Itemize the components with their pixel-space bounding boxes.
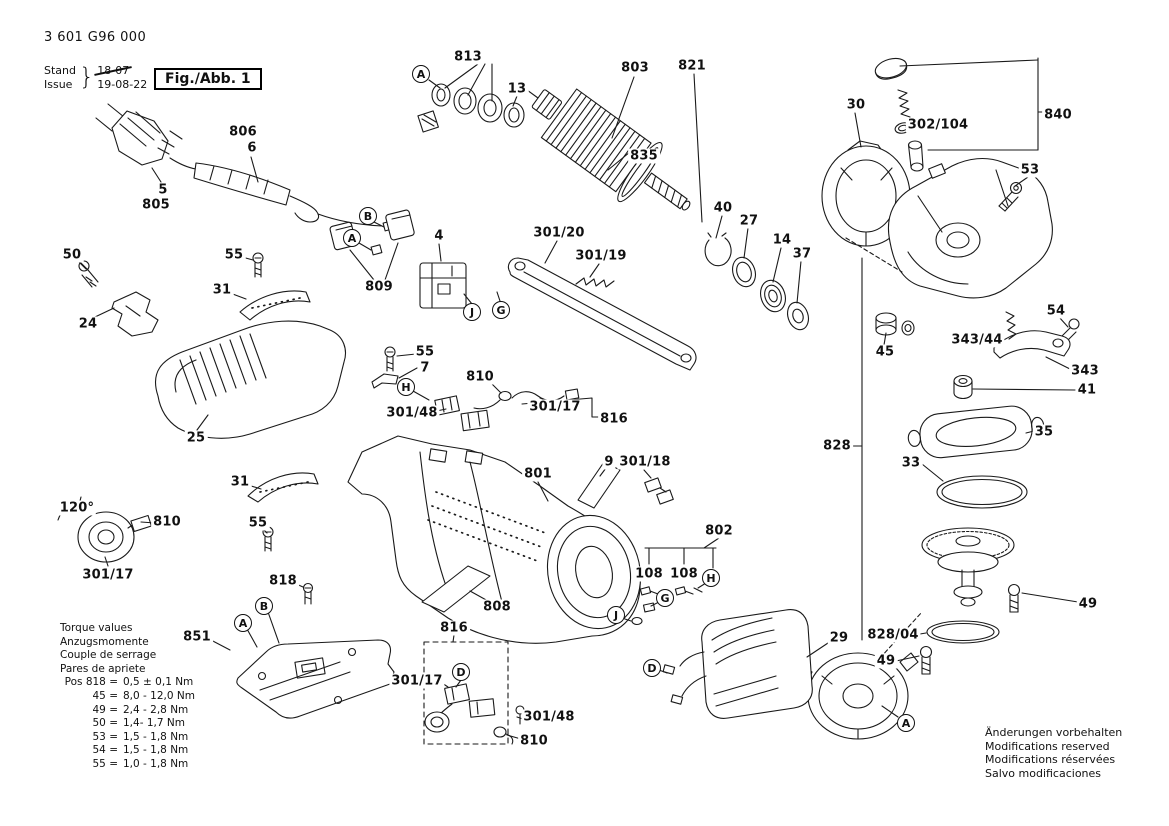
air-deflector-ring <box>821 140 911 247</box>
torque-title-line: Anzugsmomente <box>60 635 149 648</box>
torque-rows: Pos 818 = 0,5 ± 0,1 Nm 45 = 8,0 - 12,0 Nm 49… <box>60 676 195 771</box>
lock-pin <box>907 140 924 172</box>
pinion-45 <box>875 312 915 336</box>
torque-row-value: 8,0 - 12,0 Nm <box>123 689 195 702</box>
chassis-851 <box>236 639 395 719</box>
screw-55-top <box>252 252 264 278</box>
torque-row-pos: 50 = <box>92 717 119 730</box>
trim-strip-top <box>239 290 311 321</box>
o-ring-33 <box>936 475 1028 509</box>
torque-title-line: Couple de serrage <box>60 649 157 662</box>
torque-row: Pos 818 = 0,5 ± 0,1 Nm <box>60 676 195 690</box>
screw-55-mid <box>384 346 396 372</box>
brace-glyph: } <box>79 63 95 91</box>
connector-group-top <box>434 390 512 432</box>
switch-buttons <box>329 209 415 251</box>
issue-date: 19-08-22 <box>97 78 148 91</box>
torque-row-pos: 49 = <box>92 703 119 716</box>
screw-49-bottom <box>919 645 933 675</box>
torque-row: 45 = 8,0 - 12,0 Nm <box>60 690 195 704</box>
power-plug <box>95 103 197 170</box>
armature <box>524 88 691 211</box>
contact-pins-108 <box>631 586 703 626</box>
kit-box-816 <box>423 641 509 745</box>
part-number: 3 601 G96 000 <box>44 30 147 45</box>
trim-strip-bottom <box>247 472 319 503</box>
motor-housing <box>347 435 642 644</box>
leader-lines <box>78 57 1079 740</box>
torque-row-value: 1,0 - 1,8 Nm <box>123 757 189 770</box>
gasket-35 <box>907 405 1045 459</box>
screw-301-48-bottom <box>515 705 525 725</box>
torque-row: 53 = 1,5 - 1,8 Nm <box>60 731 195 745</box>
stator <box>679 609 813 719</box>
screw-49-right <box>1007 583 1021 613</box>
retaining-ring-40 <box>704 232 732 267</box>
cable-301-17-top <box>511 388 580 402</box>
cord-sleeve <box>193 162 383 227</box>
bushing-41 <box>953 374 973 400</box>
bevel-gear-assembly <box>921 527 1015 607</box>
torque-row: 49 = 2,4 - 2,8 Nm <box>60 704 195 718</box>
torque-row-value: 1,4- 1,7 Nm <box>123 717 185 730</box>
bearing-14 <box>760 279 786 313</box>
connector-301-18 <box>644 477 674 505</box>
torque-title-line: Torque values <box>60 622 133 634</box>
screw-53 <box>998 181 1023 212</box>
sticker-9 <box>577 461 621 509</box>
stator-terminals <box>662 664 684 705</box>
torque-row-pos: 54 = <box>92 744 119 757</box>
torque-row-value: 1,5 - 1,8 Nm <box>123 730 189 743</box>
footer-line: Modifications reserved <box>985 739 1110 753</box>
screw-50 <box>78 260 99 288</box>
stand-label: Stand <box>44 64 76 77</box>
rotation-arc-120 <box>57 496 87 521</box>
o-ring-302-104 <box>894 122 912 134</box>
issue-dates: 18-07 19-08-22 <box>94 64 148 92</box>
spindle-lock-button <box>874 57 908 80</box>
top-cover <box>155 320 347 439</box>
cable-clip-7 <box>371 373 399 389</box>
footer-line: Änderungen vorbehalten <box>985 726 1123 739</box>
torque-title-line: Pares de apriete <box>60 662 146 675</box>
torque-row-value: 2,4 - 2,8 Nm <box>123 703 189 716</box>
issue-labels: Stand Issue <box>44 64 76 92</box>
torque-row-pos: 55 = <box>92 757 119 770</box>
torque-row-pos: 45 = <box>92 689 119 702</box>
spring-301-19 <box>575 277 615 288</box>
lock-lever-343 <box>993 311 1071 359</box>
gear-housing <box>888 157 1053 299</box>
torque-row: 54 = 1,5 - 1,8 Nm <box>60 744 195 758</box>
bearing-flange <box>795 652 919 740</box>
washer-27 <box>732 256 756 288</box>
clamp-24 <box>111 291 159 337</box>
cable-coil-301-17 <box>77 511 152 563</box>
washer-37 <box>787 301 809 331</box>
footer-line: Modifications réservées <box>985 753 1116 767</box>
torque-row-pos: Pos 818 = <box>64 676 118 689</box>
bearing-washer-stack <box>417 83 525 133</box>
torque-row-value: 1,5 - 1,8 Nm <box>123 744 189 757</box>
torque-row-value: 0,5 ± 0,1 Nm <box>123 676 194 689</box>
torque-row: 50 = 1,4- 1,7 Nm <box>60 717 195 731</box>
lever-301-20 <box>507 257 697 371</box>
torque-row-pos: 53 = <box>92 730 119 743</box>
lock-spring <box>897 89 911 118</box>
sticker-808 <box>421 565 491 613</box>
o-ring-828-04 <box>926 620 1000 644</box>
construction-lines <box>845 237 923 659</box>
footer-line: Salvo modificaciones <box>985 766 1102 780</box>
torque-row: 55 = 1,0 - 1,8 Nm <box>60 758 195 772</box>
screw-818 <box>302 582 314 605</box>
switch-module <box>419 262 467 309</box>
figure-label: Fig./Abb. 1 <box>154 68 262 90</box>
issue-label: Issue <box>44 78 73 91</box>
issue-block: Stand Issue } 18-07 19-08-22 <box>44 64 147 92</box>
